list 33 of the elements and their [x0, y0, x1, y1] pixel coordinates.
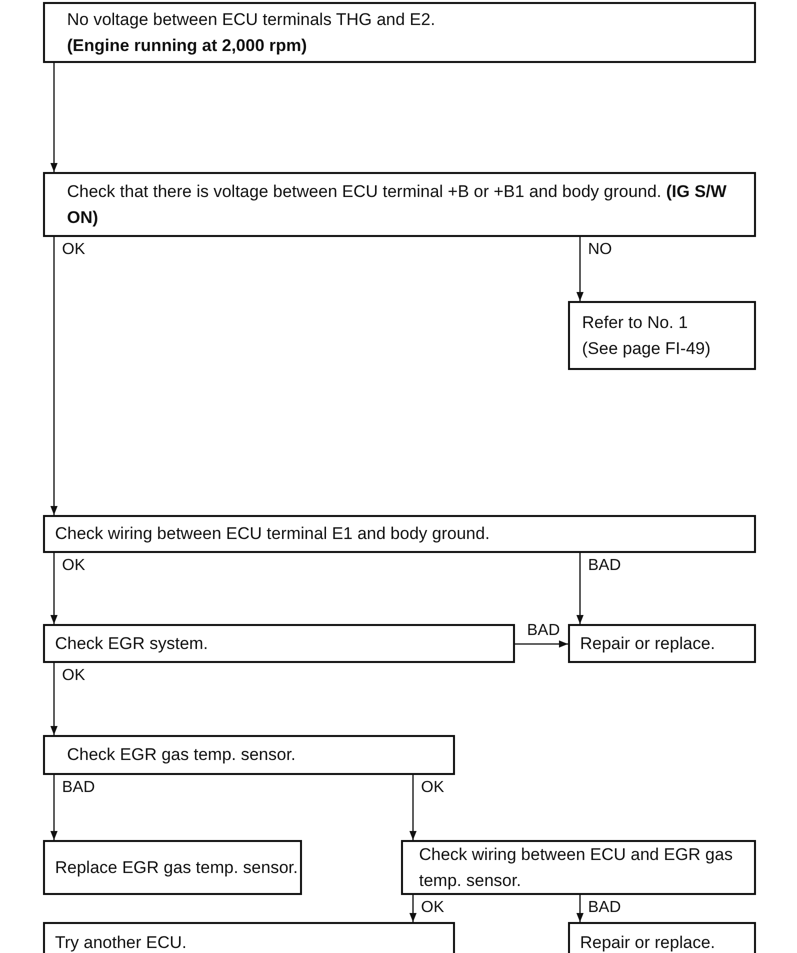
process-box: [43, 624, 515, 663]
process-box: [568, 301, 756, 370]
arrow: [576, 237, 584, 301]
process-box: [43, 172, 756, 237]
process-box: [568, 624, 756, 663]
process-box: [43, 515, 756, 553]
process-box: [401, 840, 756, 895]
arrow: [576, 553, 584, 624]
box-text: Replace EGR gas temp. sensor.: [55, 856, 299, 878]
box-text: (See page FI-49): [582, 338, 712, 360]
process-box: [43, 2, 756, 63]
process-box: [43, 840, 302, 895]
box-text: Check EGR system.: [55, 632, 210, 654]
box-text: Repair or replace.: [580, 932, 716, 953]
box-text: Repair or replace.: [580, 632, 716, 654]
box-text: Refer to No. 1: [582, 312, 689, 334]
arrow: [515, 640, 568, 648]
box-text: Check wiring between ECU terminal E1 and body ground.: [55, 523, 491, 545]
arrow: [576, 895, 584, 922]
arrow: [50, 775, 58, 840]
arrow: [50, 553, 58, 624]
box-text: No voltage between ECU terminals THG and E2.: [67, 8, 436, 30]
arrow: [50, 237, 58, 515]
arrow: [409, 895, 417, 922]
process-box: [43, 735, 455, 775]
box-text: Check that there is voltage between ECU terminal +B or +B1 and body ground. (IG S/W ON): [67, 180, 728, 228]
arrow: [50, 63, 58, 172]
box-text: Try another ECU.: [55, 932, 188, 953]
arrow: [409, 775, 417, 840]
arrow: [50, 663, 58, 735]
box-text: Check wiring between ECU and EGR gas temp. sensor.: [419, 844, 734, 892]
box-text: (Engine running at 2,000 rpm): [67, 34, 308, 57]
box-text: Check EGR gas temp. sensor.: [67, 744, 297, 766]
